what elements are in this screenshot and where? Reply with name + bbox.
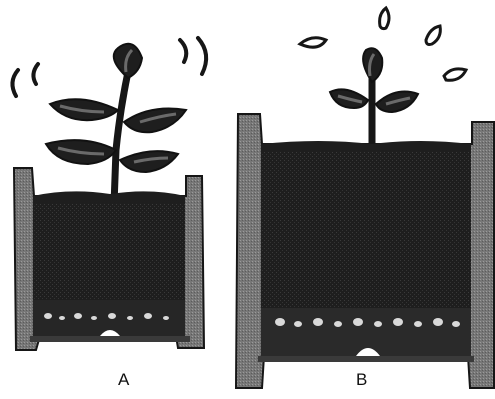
pot-a-stem	[114, 72, 128, 205]
wobble-lines-icon	[12, 38, 206, 96]
water-drop-icon	[300, 8, 466, 80]
pot-a-label: A	[118, 371, 129, 388]
pot-b-body	[236, 114, 494, 388]
pot-a-body	[14, 168, 204, 350]
pot-a-group	[12, 38, 206, 350]
pot-b-label: B	[356, 371, 367, 388]
pot-b-soil	[261, 144, 471, 308]
pot-b-group	[236, 8, 494, 388]
pot-a-soil	[33, 196, 185, 300]
